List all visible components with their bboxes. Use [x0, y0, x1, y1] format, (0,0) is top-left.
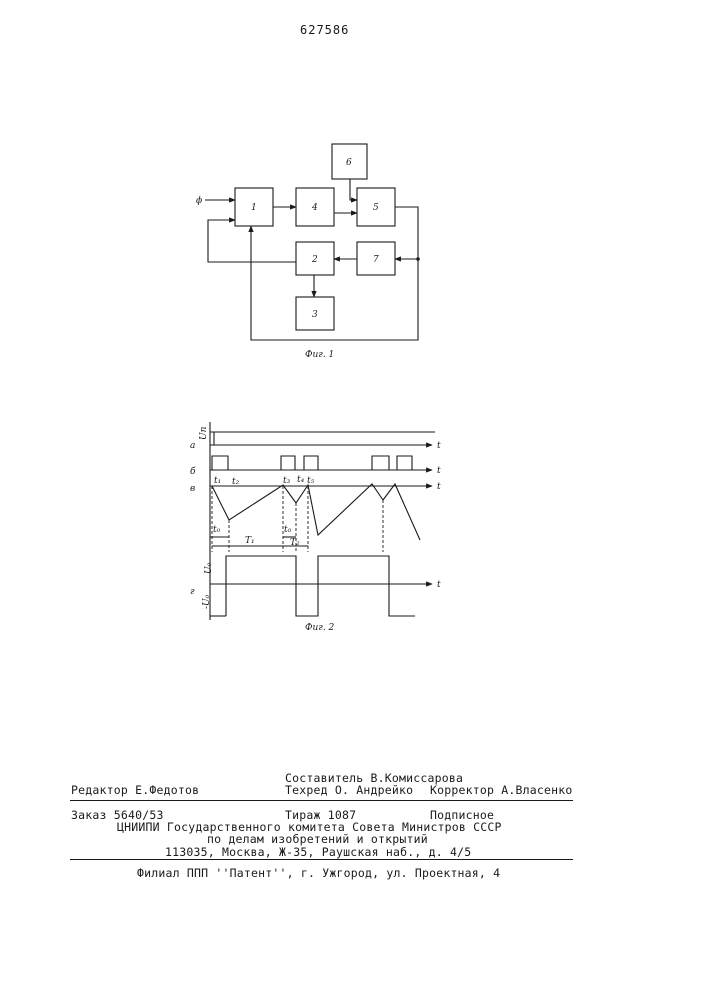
block-7-label: 7 [373, 255, 379, 265]
org-line-2: по делам изобретений и открытий [207, 832, 428, 846]
row-v-axis-label: t [437, 482, 441, 492]
arrow-6-5 [350, 179, 357, 200]
row-label-v: в [190, 484, 195, 494]
block-1-label: 1 [251, 203, 257, 213]
pulse-5 [397, 456, 412, 470]
label-t0-a: t₀ [213, 525, 221, 535]
pulse-2 [281, 456, 295, 470]
branch-line: Филиал ППП ''Патент'', г. Ужгород, ул. П… [137, 866, 500, 880]
block-5-label: 5 [373, 203, 379, 213]
sawtooth-signal [212, 484, 420, 540]
u0-label: U₀ [204, 562, 214, 574]
square-wave [226, 556, 415, 616]
block-4-label: 4 [311, 203, 318, 213]
input-phi-label: ϕ [196, 196, 202, 206]
divider-bottom [70, 859, 573, 860]
label-t5: t₅ [307, 476, 315, 486]
divider-top [70, 800, 573, 801]
row-label-b: б [190, 466, 196, 477]
block-3-label: 3 [312, 310, 318, 320]
address-line: 113035, Москва, Ж-35, Раушская наб., д. … [165, 845, 471, 859]
pulse-4 [372, 456, 389, 470]
techred-line: Техред О. Андрейко [285, 783, 413, 797]
pulse-1 [210, 456, 228, 470]
pulse-3 [304, 456, 318, 470]
row-a-axis-label: t [437, 441, 441, 451]
row-g-axis-label: t [437, 580, 441, 590]
row-label-g: г [190, 587, 195, 597]
label-T1: T₁ [245, 536, 255, 546]
row-b-axis-label: t [437, 466, 441, 476]
neg-u0-label: -U₀ [202, 594, 212, 609]
label-t0-b: t₀ [284, 525, 292, 535]
timing-diagram: а б в г Uп t t t t₁ t₂ t₃ t₄ t₅ t₀ t₀ [190, 422, 441, 633]
block-6-label: 6 [346, 158, 352, 168]
u-label: Uп [199, 426, 209, 440]
label-t3: t₃ [283, 476, 291, 486]
figure2-caption: Фиг. 2 [305, 623, 335, 633]
label-t1: t₁ [214, 476, 221, 486]
label-T2: T₂ [290, 538, 300, 548]
label-t2: t₂ [232, 477, 240, 487]
block-diagram: 1 2 3 4 5 6 7 ϕ Фиг. 1 [196, 144, 420, 360]
editor-line: Редактор Е.Федотов [71, 783, 199, 797]
row-label-a: а [190, 441, 195, 451]
block-2-label: 2 [311, 255, 318, 265]
figure1-caption: Фиг. 1 [305, 350, 334, 360]
corrector-line: Корректор А.Власенко [430, 783, 572, 797]
label-t4: t₄ [297, 475, 305, 485]
